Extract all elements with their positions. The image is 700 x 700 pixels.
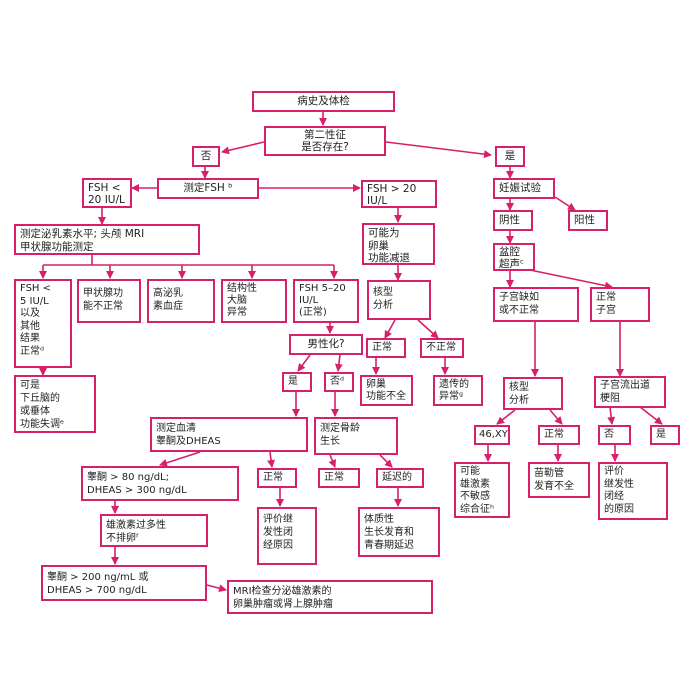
node-pelvic-ultrasound: 盆腔 超声ᶜ [493, 243, 535, 271]
node-delayed: 延迟的 [376, 468, 424, 488]
node-fsh-5-20-normal: FSH 5–20 IU/L (正常) [293, 279, 359, 323]
node-fsh-lt-5: FSH < 5 IU/L 以及 其他 结果 正常ᵈ [14, 279, 72, 368]
node-negative: 阴性 [493, 210, 533, 231]
node-constitutional-delay: 体质性 生长发育和 青春期延迟 [358, 507, 440, 557]
node-testosterone-dheas-high: 睾酮 > 80 ng/dL; DHEAS > 300 ng/dL [81, 466, 239, 501]
node-evaluate-secondary-amenorrhea: 评价 继发性 闭经 的原因 [598, 462, 668, 520]
node-structural-brain-abnormality: 结构性 大脑 异常 [221, 279, 287, 323]
node-pregnancy-test: 妊娠试验 [493, 178, 555, 199]
node-yes-3: 是 [650, 425, 680, 445]
node-mri-androgen-tumor: MRI检查分泌雄激素的 卵巢肿瘤或肾上腺肿瘤 [227, 580, 433, 614]
node-possible-ovarian-failure: 可能为 卵巢 功能减退 [362, 223, 435, 265]
node-yes-2: 是 [282, 372, 312, 392]
node-secondary-sex-characteristics: 第二性征 是否存在? [264, 126, 386, 156]
node-ovarian-insufficiency: 卵巢 功能不全 [360, 375, 413, 406]
node-normal-bone-age: 正常 [318, 468, 360, 488]
node-no-3: 否 [598, 425, 631, 445]
node-no-2: 否ᵈ [324, 372, 354, 392]
node-evaluate-secondary-amenorrhea-2: 评价继 发性闭 经原因 [257, 507, 317, 565]
node-outflow-obstruction: 子宫流出道 梗阻 [594, 376, 666, 408]
node-hyperprolactinemia: 高泌乳 素血症 [147, 279, 215, 323]
node-androgen-insensitivity: 可能 雄激素 不敏感 综合征ʰ [454, 462, 510, 518]
node-normal-uterus: 正常 子宫 [590, 287, 650, 322]
node-serum-testosterone-dheas: 测定血清 睾酮及DHEAS [150, 417, 308, 452]
node-uterus-absent: 子宫缺如 或不正常 [493, 287, 579, 322]
node-hypothalamic-pituitary-dysfunction: 可是 下丘脑的 或垂体 功能失调ᵉ [14, 375, 96, 433]
node-history: 病史及体检 [252, 91, 395, 112]
node-measure-fsh: 测定FSH ᵇ [157, 178, 259, 199]
node-fsh-lt-20: FSH < 20 IU/L [82, 178, 132, 208]
node-prolactin-mri-thyroid: 测定泌乳素水平; 头颅 MRI 甲状腺功能测定 [14, 224, 200, 255]
node-yes-1: 是 [495, 146, 525, 167]
node-virilization: 男性化? [289, 334, 363, 355]
node-positive: 阳性 [568, 210, 608, 231]
node-normal-karyotype-1: 正常 [366, 338, 406, 358]
node-normal-serum: 正常 [257, 468, 297, 488]
node-abnormal-karyotype-1: 不正常 [420, 338, 464, 358]
node-hyperandrogenic-anovulation: 雄激素过多性 不排卵ᶠ [100, 514, 208, 547]
node-fsh-gt-20: FSH > 20 IU/L [361, 180, 437, 208]
node-karyotype-2: 核型 分析 [503, 377, 563, 410]
node-bone-age: 测定骨龄 生长 [314, 417, 398, 455]
node-no-1: 否 [192, 146, 220, 167]
node-genetic-abnormality: 遗传的 异常ᵍ [433, 375, 483, 406]
node-testosterone-very-high: 睾酮 > 200 ng/mL 或 DHEAS > 700 ng/dL [41, 565, 207, 601]
node-46xy: 46,XY [474, 425, 510, 445]
node-mullerian-agenesis: 苗勒管 发育不全 [528, 462, 590, 498]
node-thyroid-abnormal: 甲状腺功 能不正常 [77, 279, 141, 323]
node-karyotype-1: 核型 分析 [367, 280, 431, 320]
node-normal-karyotype-2: 正常 [538, 425, 580, 445]
